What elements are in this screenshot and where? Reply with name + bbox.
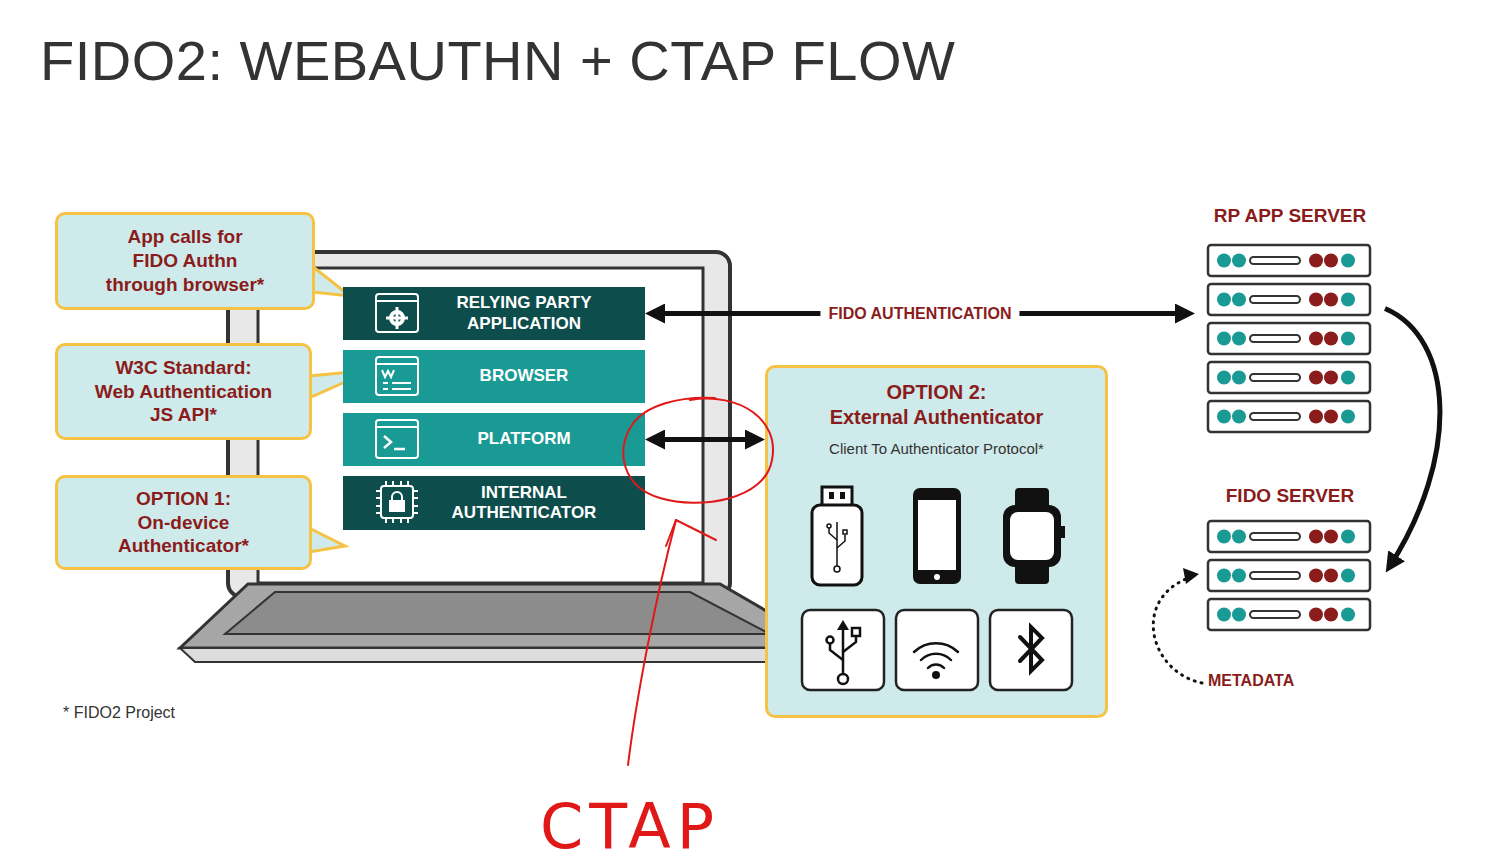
callout-box: App calls for FIDO Authn through browser… — [55, 212, 315, 310]
callout-text: App calls for FIDO Authn through browser… — [104, 225, 266, 296]
layer-label: PLATFORM — [444, 429, 604, 449]
handwritten-note: CTAP — [540, 790, 720, 863]
server-label: RP APP SERVER — [1214, 205, 1366, 227]
authenticator-panel: OPTION 2:External AuthenticatorClient To… — [765, 365, 1108, 718]
layer-bar: INTERNAL AUTHENTICATOR — [343, 476, 645, 530]
layer-bar: PLATFORM — [343, 413, 645, 466]
metadata-arrow — [1153, 568, 1202, 683]
footnote: * FIDO2 Project — [63, 704, 175, 722]
callout-text: W3C Standard: — [84, 356, 284, 380]
callout-text: Web Authentication JS API* — [91, 380, 276, 428]
panel-text: Client To Authenticator Protocol* — [829, 440, 1044, 457]
callout-text: OPTION 1: — [109, 487, 259, 511]
server-rack — [1208, 245, 1370, 630]
callout-box: W3C Standard:Web Authentication JS API* — [55, 343, 312, 440]
layer-bar: BROWSER — [343, 350, 645, 403]
layer-bar: RELYING PARTY APPLICATION — [343, 287, 645, 340]
edge-label: FIDO AUTHENTICATION — [820, 305, 1019, 323]
server-label: FIDO SERVER — [1226, 485, 1354, 507]
hand-annotation — [623, 398, 773, 765]
layer-label: INTERNAL AUTHENTICATOR — [444, 483, 604, 524]
connector-arrow — [651, 437, 759, 442]
callout-text: On-device Authenticator* — [109, 511, 259, 559]
layer-label: BROWSER — [444, 366, 604, 386]
layer-label: RELYING PARTY APPLICATION — [444, 293, 604, 334]
laptop-illustration — [180, 252, 830, 662]
metadata-label: METADATA — [1208, 672, 1294, 690]
panel-text: External Authenticator — [830, 405, 1044, 430]
connector-arrow — [1385, 309, 1440, 568]
callout-box: OPTION 1:On-device Authenticator* — [55, 475, 312, 570]
diagram-title: FIDO2: WEBAUTHN + CTAP FLOW — [40, 30, 1240, 92]
server-stack: FIDO SERVER — [1195, 485, 1385, 635]
server-stack: RP APP SERVER — [1195, 205, 1385, 435]
panel-text: OPTION 2: — [886, 380, 986, 405]
